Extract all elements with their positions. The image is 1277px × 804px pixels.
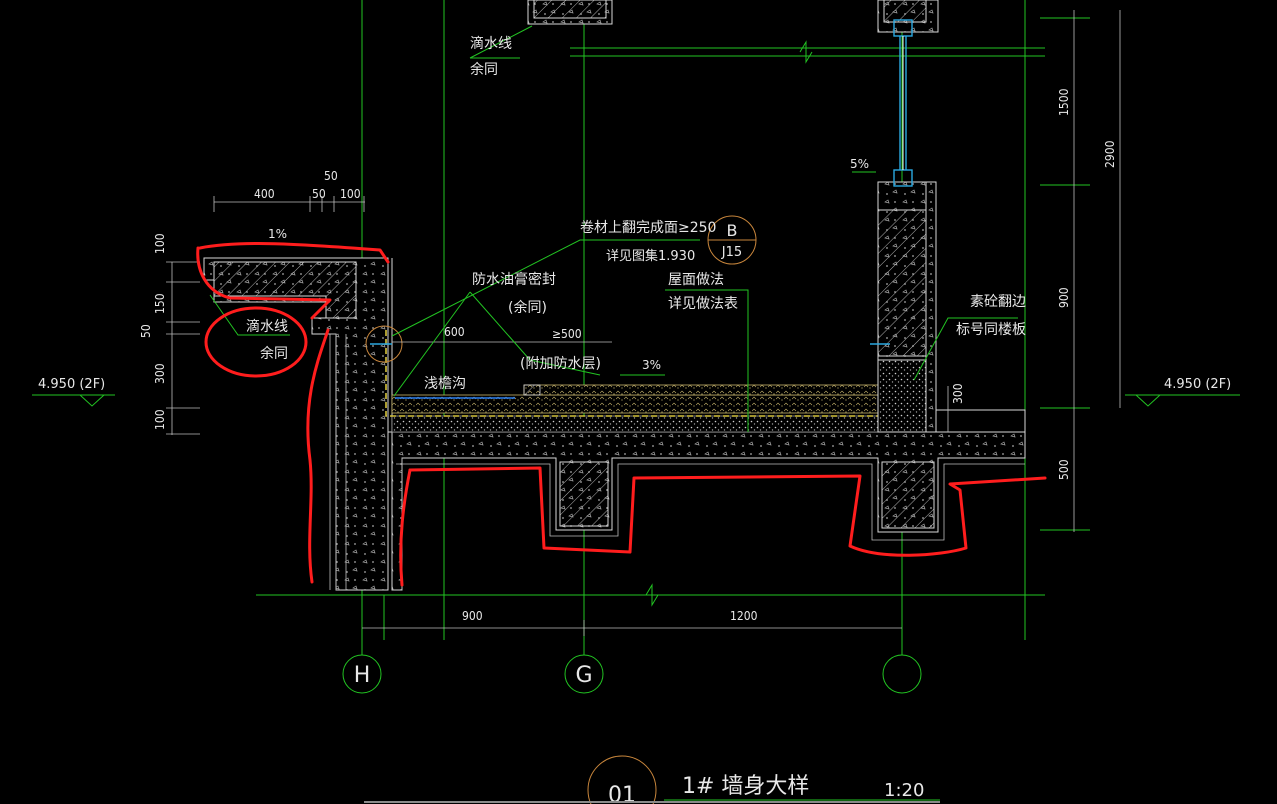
axis-label-g: G: [575, 663, 592, 688]
note-membrane-2: 详见图集1.930: [606, 248, 695, 264]
dim-gutter-600: 600: [444, 325, 465, 339]
note-drip-top-2: 余同: [470, 61, 498, 78]
title-block: 01 1# 墙身大样 1:20: [364, 755, 940, 804]
dimension-texts: 50 400 50 100 100 150 50 300 100 600 ≥50…: [139, 88, 1117, 623]
note-gutter: 浅檐沟: [424, 376, 466, 392]
annotations: 滴水线 余同 滴水线 余同 卷材上翻完成面≥250 详见图集1.930 防水油膏…: [38, 35, 1231, 392]
note-drip-top-1: 滴水线: [470, 35, 512, 52]
title-scale: 1:20: [884, 780, 924, 801]
dim-top-50b: 50: [312, 187, 326, 201]
red-markup: [196, 242, 1047, 587]
level-right: 4.950 (2F): [1164, 377, 1231, 392]
leader-lines: [209, 25, 1018, 432]
dim-top-100: 100: [340, 187, 361, 201]
callout-bottom: J15: [721, 245, 742, 260]
note-roof-2: 详见做法表: [668, 296, 738, 312]
note-curb-1: 素砼翻边: [970, 294, 1026, 310]
dim-left-300: 300: [153, 363, 167, 384]
title-name: 1# 墙身大样: [682, 774, 809, 799]
dim-top-400: 400: [254, 187, 275, 201]
dim-right-900: 900: [1057, 287, 1071, 308]
callout-top: B: [727, 221, 738, 240]
level-left: 4.950 (2F): [38, 377, 105, 392]
axis-markers: H G: [342, 654, 922, 694]
detail-callout: B J15: [707, 215, 757, 265]
note-sealant-1: 防水油膏密封: [472, 271, 556, 288]
note-roof-1: 屋面做法: [668, 272, 724, 288]
dim-gutter-500: ≥500: [552, 327, 582, 341]
dim-bottom-1200: 1200: [730, 609, 758, 623]
note-sealant-2: (余同): [508, 299, 547, 316]
dim-left-50: 50: [139, 324, 153, 338]
dim-bottom-900: 900: [462, 609, 483, 623]
dim-right-500: 500: [1057, 459, 1071, 480]
dim-left-150: 150: [153, 293, 167, 314]
dim-right-1500: 1500: [1057, 88, 1071, 116]
dim-left-100b: 100: [153, 409, 167, 430]
axis-label-h: H: [354, 663, 371, 688]
dimension-lines: [166, 10, 1121, 636]
slope-roof: 3%: [642, 358, 661, 372]
dim-right-2900: 2900: [1103, 140, 1117, 168]
dim-right-300: 300: [951, 383, 965, 404]
note-curb-2: 标号同楼板: [956, 322, 1026, 338]
structure: [203, 0, 1026, 591]
dim-left-100a: 100: [153, 233, 167, 254]
note-membrane-1: 卷材上翻完成面≥250: [580, 220, 716, 236]
note-drip-left-1: 滴水线: [246, 318, 288, 335]
note-drip-left-2: 余同: [260, 345, 288, 362]
slope-window: 5%: [850, 157, 869, 171]
title-number: 01: [608, 783, 636, 804]
dim-top-50: 50: [324, 169, 338, 183]
note-extra-layer: (附加防水层): [520, 356, 601, 372]
slope-top: 1%: [268, 227, 287, 241]
